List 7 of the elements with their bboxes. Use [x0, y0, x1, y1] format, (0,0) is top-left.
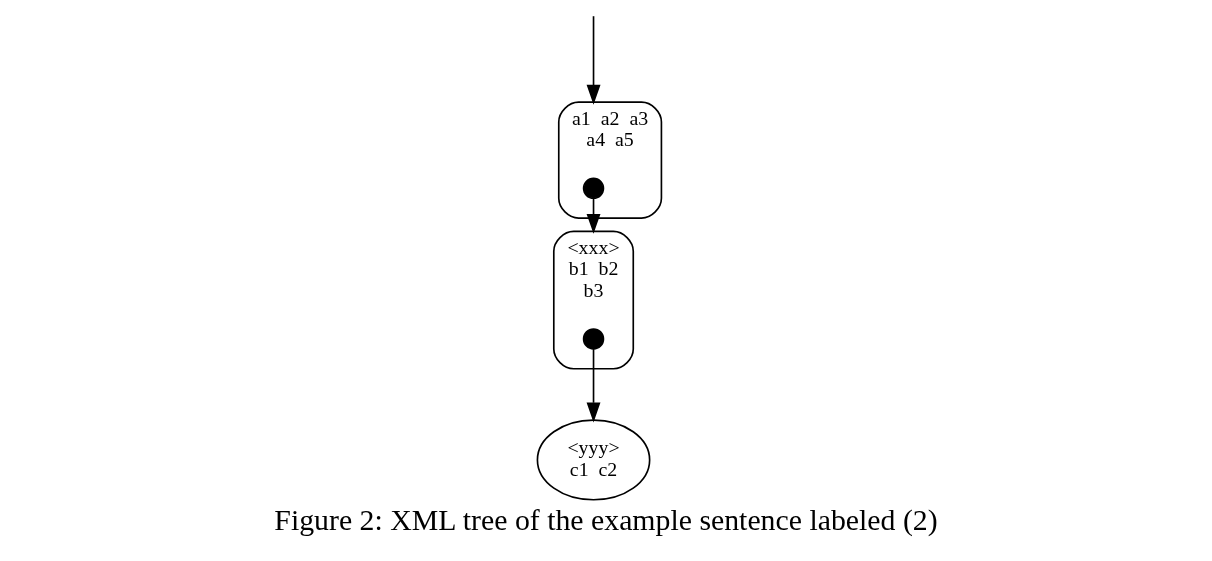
- arrow: [586, 348, 601, 423]
- node-circle: [582, 177, 605, 200]
- node-ellipse: <yyy> c1 c2: [536, 419, 651, 501]
- cluster: <xxx> b1 b2 b3: [552, 230, 635, 370]
- node-circle: [582, 328, 605, 350]
- arrow: [586, 15, 601, 105]
- caption: Figure 2: XML tree of the example sentence labeled (2): [274, 503, 938, 537]
